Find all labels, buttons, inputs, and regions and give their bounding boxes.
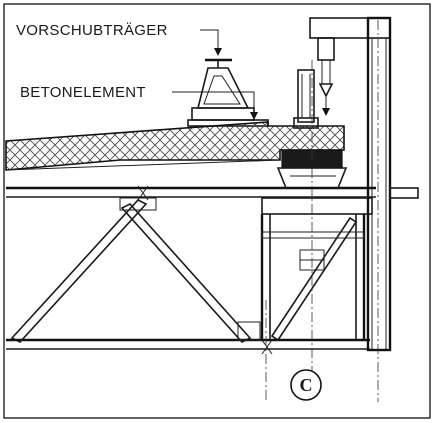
truss-beam [6,185,419,355]
vertical-frame [260,197,373,342]
svg-text:C: C [300,375,313,395]
centre-lines [265,20,379,402]
drawing-frame [3,3,431,419]
leader-vorschubtraeger [200,29,222,56]
lifting-jack [293,69,319,129]
label-vorschubtraeger: VORSCHUBTRÄGER [16,22,168,39]
support-bracket [309,16,392,352]
label-betonelement: BETONELEMENT [20,84,146,101]
detail-mark: C [290,369,322,401]
